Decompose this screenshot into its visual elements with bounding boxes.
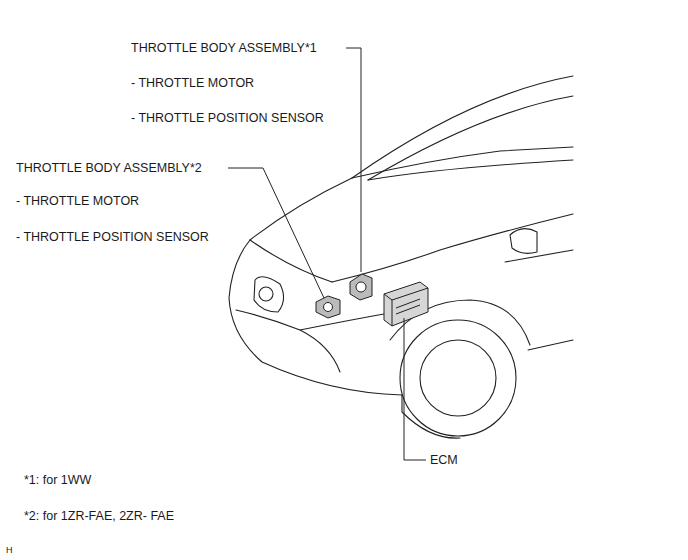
part-label: THROTTLE BODY ASSEMBLY*1 xyxy=(131,40,317,56)
component-illustrations xyxy=(316,274,428,326)
throttle-body-2 xyxy=(316,296,340,318)
throttle-body-1 xyxy=(350,274,372,300)
leader-lines xyxy=(228,48,426,460)
sub-part-label: - THROTTLE MOTOR xyxy=(16,193,139,209)
sub-part-label: - THROTTLE POSITION SENSOR xyxy=(16,229,209,245)
figure-code: H xyxy=(6,545,13,556)
part-label: THROTTLE BODY ASSEMBLY*2 xyxy=(16,160,202,176)
sub-part-label: - THROTTLE POSITION SENSOR xyxy=(131,110,324,126)
leader-line xyxy=(228,168,324,298)
ecm-unit xyxy=(384,282,428,326)
leader-line xyxy=(346,48,361,272)
sub-part-label: - THROTTLE MOTOR xyxy=(131,75,254,91)
footnote: *2: for 1ZR-FAE, 2ZR- FAE xyxy=(24,508,174,524)
car-outline xyxy=(229,76,573,438)
part-label: ECM xyxy=(430,452,458,468)
leader-line xyxy=(404,318,426,460)
footnote: *1: for 1WW xyxy=(24,472,91,488)
